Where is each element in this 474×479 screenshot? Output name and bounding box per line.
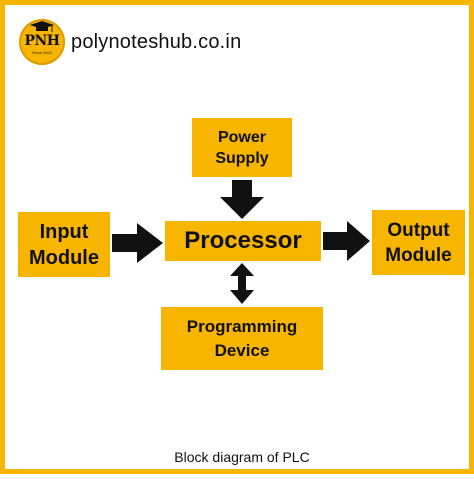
power-supply-label-line2: Supply — [215, 149, 269, 167]
flow-arrows — [112, 180, 370, 304]
input-module-label-line1: Input — [39, 220, 89, 243]
output-module-label-line1: Output — [387, 219, 450, 241]
power-supply-label-line1: Power — [217, 128, 266, 146]
logo-monogram: PNH — [24, 33, 60, 49]
site-name: polynoteshub.co.in — [71, 31, 242, 53]
output-module-label-line2: Module — [385, 244, 452, 266]
output-module-block: Output Module — [372, 210, 465, 275]
arrow-processor-programming-bidirectional — [230, 263, 254, 304]
programming-device-block: Programming Device — [161, 307, 323, 370]
input-module-label-line2: Module — [29, 246, 99, 269]
arrow-processor-to-output — [323, 221, 370, 261]
input-module-block: Input Module — [18, 212, 110, 277]
diagram-caption: Block diagram of PLC — [174, 449, 310, 465]
processor-label: Processor — [184, 227, 302, 254]
arrow-power-to-processor — [220, 180, 264, 219]
programming-device-label-line2: Device — [214, 340, 270, 360]
power-supply-block: Power Supply — [192, 118, 292, 177]
arrow-input-to-processor — [112, 223, 163, 263]
logo-tagline: Since 2022 — [31, 50, 52, 55]
graduation-cap-icon — [30, 21, 54, 32]
programming-device-label-line1: Programming — [186, 316, 298, 336]
processor-block: Processor — [165, 221, 321, 261]
brand-logo: PNH Since 2022 — [19, 19, 65, 65]
